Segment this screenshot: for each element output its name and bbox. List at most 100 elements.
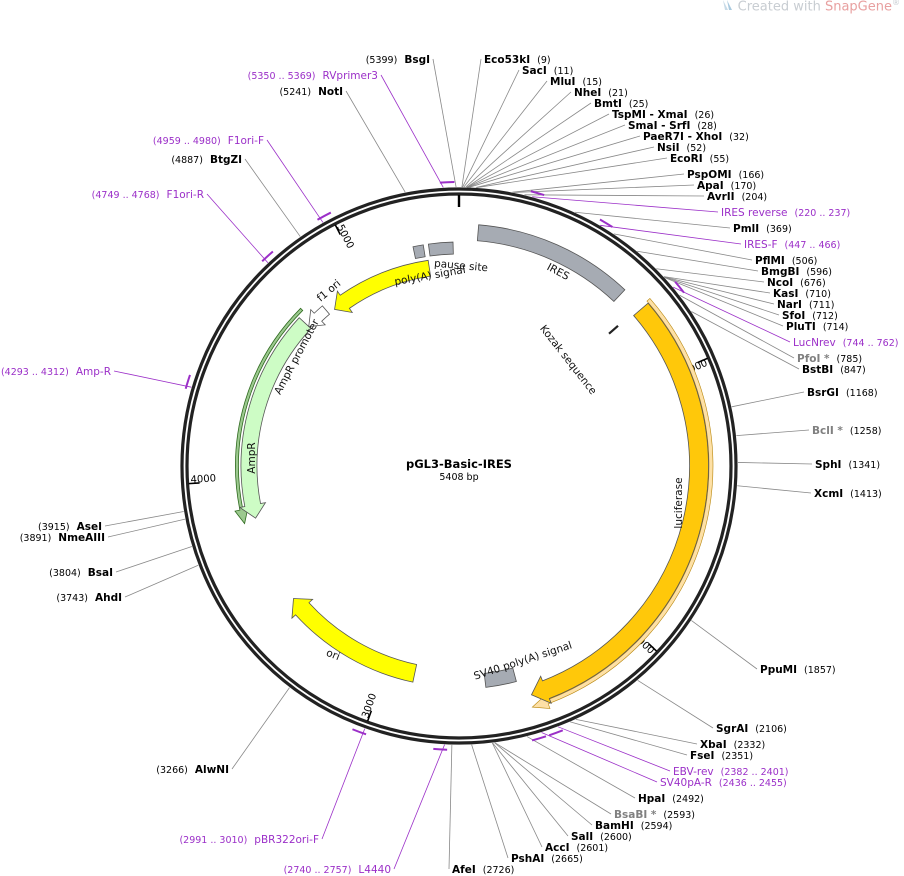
- site-pmli[interactable]: PmlI(369): [733, 223, 792, 235]
- site-avrii[interactable]: AvrII(204): [707, 191, 767, 203]
- primer-lucnrev[interactable]: LucNrev(744 .. 762): [793, 337, 898, 349]
- site-ecori[interactable]: EcoRI(55): [670, 153, 729, 165]
- site-bsai[interactable]: BsaI(3804): [49, 567, 113, 579]
- site-bcli[interactable]: BclI *(1258): [812, 425, 881, 437]
- site-position-bamhi: (2594): [641, 821, 673, 832]
- site-sphi[interactable]: SphI(1341): [815, 459, 880, 471]
- site-alwni[interactable]: AlwNI(3266): [156, 764, 229, 776]
- site-position-paer7i-xhoi: (32): [729, 132, 749, 143]
- primer-mark-rvprimer3: [439, 181, 455, 184]
- site-name-acci: AccI: [545, 842, 569, 854]
- feature-kozak-sequence[interactable]: [608, 324, 619, 335]
- site-paer7i-xhoi[interactable]: PaeR7I - XhoI(32): [643, 131, 749, 143]
- site-bmti[interactable]: BmtI(25): [594, 98, 648, 110]
- site-pfoi[interactable]: PfoI *(785): [797, 353, 862, 365]
- plasmid-name: pGL3-Basic-IRES: [406, 457, 512, 471]
- site-name-bstbi: BstBI: [802, 364, 833, 376]
- watermark-mark: ®: [892, 0, 900, 7]
- site-leader-saci: [462, 69, 520, 188]
- feature-luciferase[interactable]: [530, 298, 714, 709]
- site-hpai[interactable]: HpaI(2492): [638, 793, 704, 805]
- snapgene-watermark: Created with SnapGene®: [721, 0, 900, 14]
- feature-sv40-poly-a-signal[interactable]: [483, 667, 517, 688]
- site-nsii[interactable]: NsiI(52): [657, 142, 706, 154]
- site-kasi[interactable]: KasI(710): [773, 288, 831, 300]
- site-ppumi[interactable]: PpuMI(1857): [760, 664, 836, 676]
- site-smai-srfi[interactable]: SmaI - SrfI(28): [628, 120, 717, 132]
- site-eco53ki[interactable]: Eco53kI(9): [484, 54, 551, 66]
- site-name-alwni: AlwNI: [195, 764, 229, 776]
- site-bamhi[interactable]: BamHI(2594): [595, 820, 672, 832]
- feature-ampr[interactable]: [234, 307, 312, 525]
- primer-rvprimer3[interactable]: RVprimer3(5350 .. 5369): [248, 70, 378, 82]
- site-leader-mlui: [463, 80, 548, 188]
- site-xbai[interactable]: XbaI(2332): [700, 739, 765, 751]
- site-xcmi[interactable]: XcmI(1413): [814, 488, 882, 500]
- primer-f1ori-f[interactable]: F1ori-F(4959 .. 4980): [153, 135, 264, 147]
- site-ahdi[interactable]: AhdI(3743): [56, 592, 122, 604]
- site-pshai[interactable]: PshAI(2665): [511, 853, 583, 865]
- site-afei[interactable]: AfeI(2726): [452, 864, 514, 876]
- site-bmgbi[interactable]: BmgBI(596): [761, 266, 832, 278]
- feature-pause-site[interactable]: [427, 241, 454, 257]
- site-mlui[interactable]: MluI(15): [550, 76, 602, 88]
- site-name-pflmi: PflMI: [755, 255, 785, 267]
- site-btgzi[interactable]: BtgZI(4887): [171, 154, 242, 166]
- site-pflmi[interactable]: PflMI(506): [755, 255, 817, 267]
- feature-ampr-promoter[interactable]: [308, 305, 331, 327]
- site-pspomi[interactable]: PspOMI(166): [687, 169, 764, 181]
- primer-amp-r[interactable]: Amp-R(4293 .. 4312): [1, 366, 111, 378]
- feature-label-kozak-sequence: Kozak sequence: [537, 323, 599, 397]
- site-leader-bsai: [115, 546, 193, 573]
- site-sali[interactable]: SalI(2600): [571, 831, 632, 843]
- site-bstbi[interactable]: BstBI(847): [802, 364, 866, 376]
- feature-ires[interactable]: [476, 224, 626, 303]
- site-noti[interactable]: NotI(5241): [279, 86, 343, 98]
- site-bsabi[interactable]: BsaBI *(2593): [614, 809, 695, 821]
- plasmid-backbone: [180, 187, 738, 745]
- site-asei[interactable]: AseI(3915): [38, 521, 102, 533]
- feature-shape-ampr: [238, 317, 312, 519]
- site-tspmi-xmai[interactable]: TspMI - XmaI(26): [612, 109, 714, 121]
- site-nmeaiii[interactable]: NmeAIII(3891): [20, 532, 105, 544]
- site-fsei[interactable]: FseI(2351): [690, 750, 753, 762]
- primer-ires-f[interactable]: IRES-F(447 .. 466): [744, 239, 840, 251]
- site-name-sfoi: SfoI: [782, 310, 805, 322]
- site-position-sali: (2600): [600, 832, 632, 843]
- site-position-smai-srfi: (28): [697, 121, 717, 132]
- site-saci[interactable]: SacI(11): [522, 65, 573, 77]
- primer-ebv-rev[interactable]: EBV-rev(2382 .. 2401): [673, 766, 789, 778]
- primer-f1ori-r[interactable]: F1ori-R(4749 .. 4768): [92, 189, 204, 201]
- tick-label-3000: 3000: [360, 692, 379, 720]
- primer-pbr322ori-f[interactable]: pBR322ori-F(2991 .. 3010): [179, 834, 319, 846]
- site-apai[interactable]: ApaI(170): [697, 180, 756, 192]
- primer-sv40pa-r[interactable]: SV40pA-R(2436 .. 2455): [660, 777, 787, 789]
- site-name-ppumi: PpuMI: [760, 664, 797, 676]
- site-nhei[interactable]: NheI(21): [574, 87, 628, 99]
- site-leader-ppumi: [691, 620, 758, 670]
- backbone-outer-strand: [180, 187, 738, 745]
- site-sfoi[interactable]: SfoI(712): [782, 310, 838, 322]
- site-position-eco53ki: (9): [537, 55, 550, 66]
- site-bsgi[interactable]: BsgI(5399): [366, 54, 430, 66]
- feature-poly-a-signal[interactable]: [412, 244, 426, 259]
- site-position-noti: (5241): [279, 87, 311, 98]
- site-sgrai[interactable]: SgrAI(2106): [716, 723, 787, 735]
- tick-mark-4000: [188, 482, 200, 485]
- primer-ires-reverse[interactable]: IRES reverse(220 .. 237): [721, 207, 850, 219]
- site-acci[interactable]: AccI(2601): [545, 842, 608, 854]
- feature-label-ampr: AmpR: [246, 442, 258, 473]
- site-nari[interactable]: NarI(711): [777, 299, 835, 311]
- tick-mark-5000: [334, 224, 342, 236]
- site-pluti[interactable]: PluTI(714): [786, 321, 848, 333]
- site-leader-paer7i-xhoi: [469, 135, 641, 188]
- primer-range-ires-reverse: (220 .. 237): [795, 208, 851, 219]
- site-ncoi[interactable]: NcoI(676): [767, 277, 826, 289]
- site-position-ahdi: (3743): [56, 593, 88, 604]
- feature-ori[interactable]: [291, 598, 418, 683]
- site-bsrgi[interactable]: BsrGI(1168): [807, 387, 878, 399]
- site-leader-sgrai: [637, 679, 714, 729]
- primer-l4440[interactable]: L4440(2740 .. 2757): [284, 864, 391, 876]
- feature-f1-ori[interactable]: [334, 259, 432, 314]
- plasmid-center-labels: pGL3-Basic-IRES 5408 bp: [406, 457, 512, 483]
